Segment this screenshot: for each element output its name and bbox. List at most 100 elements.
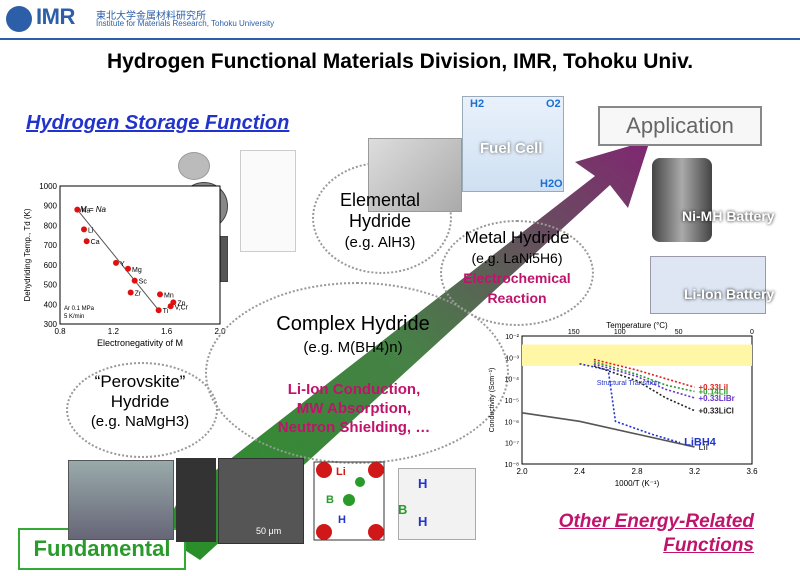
scatter-point [155,307,162,314]
metal-hydride-line1: Metal Hydride [464,228,570,247]
scatter-point [131,277,138,284]
institute-name-en: Institute for Materials Research, Tohoku… [96,19,275,28]
elemental-hydride-line1: Elemental [339,190,421,210]
imr-logo-text: IMR [36,4,75,29]
cond-ytick-label: 10⁻⁷ [505,441,519,448]
atom-h-label-1: H [338,514,346,526]
metal-hydride-ellipse [440,220,594,326]
scatter-point-label: Li [88,227,94,234]
perovskite-line2: Hydride [110,392,170,411]
cond-series-line [593,360,695,393]
scatter-xlabel: Electronegativity of M [97,338,183,348]
complex-function-li-ion: Li-Ion Conduction, [287,381,421,398]
scatter-ytick-label: 900 [44,202,58,211]
storage-function-title: Hydrogen Storage Function [26,112,290,134]
scatter-annotation: M = Na [80,205,107,214]
scatter-point [83,238,90,245]
metal-hydride-function2: Reaction [487,290,547,306]
other-functions-line1: Other Energy-Related [558,511,754,532]
scatter-point [127,289,134,296]
nimh-battery-image [652,158,712,242]
cond-series-label: +0.33LiBr [699,394,735,403]
cond-xlabel: 1000/T (K⁻¹) [615,479,660,488]
cond-series-label: +0.33LiI [699,383,729,392]
scatter-point-label: Zn [177,300,185,307]
imr-logo-icon [6,6,32,32]
cond-ytick-label: 10⁻² [505,334,519,341]
atom-h-label-3: H [418,514,428,529]
cond-series-line [521,412,695,448]
pellet-photo [178,152,210,180]
perovskite-hydride-label: “Perovskite” Hydride (e.g. NaMgH3) [70,372,210,432]
cond-series-line [593,358,695,388]
metal-hydride-function1: Electrochemical [463,270,571,286]
scatter-point [81,226,87,233]
cond-xtick-label: 2.0 [516,467,528,476]
complex-hydride-functions: Li-Ion Conduction, MW Absorption, Neutro… [238,380,470,437]
elemental-hydride-example: (e.g. AlH3) [344,234,416,251]
fuel-cell-o2-label: O2 [546,98,561,110]
scatter-point-label: Mn [164,292,174,299]
cond-series-label: LiBH4 [684,437,717,449]
scatter-point [74,206,81,213]
fuel-cell-h2o-label: H2O [540,178,563,190]
technical-drawing-image [240,150,296,252]
scatter-ytick-label: 400 [44,300,58,309]
header-divider [0,38,800,40]
scatter-point-label: Y [120,261,125,268]
scatter-point-label: Sc [139,279,148,286]
perovskite-hydride-ellipse [66,362,218,458]
cond-annotation: Structural Transition [597,380,659,387]
complex-hydride-example: (e.g. M(BH4)n) [303,339,403,356]
complex-hydride-ellipse [205,282,509,464]
elemental-hydride-label: Elemental Hydride (e.g. AlH3) [320,190,440,253]
scatter-ylabel: Dehydriding Temp., Td (K) [23,208,32,301]
crystal-structure-diagram [313,461,385,541]
charge-density-map [398,468,476,540]
scatter-ytick-label: 500 [44,281,58,290]
nimh-battery-label: Ni-MH Battery [682,208,775,224]
scatter-point-label: Na [81,208,90,215]
page-title: Hydrogen Functional Materials Division, … [106,50,694,73]
cond-xtick-label: 2.4 [574,467,586,476]
complex-hydride-line1: Complex Hydride [276,313,430,335]
complex-function-neutron: Neutron Shielding, … [277,419,431,436]
fuel-cell-diagram [462,96,564,192]
institute-name-jp: 東北大学金属材料研究所 [96,11,206,22]
atom-li-label: Li [336,466,346,478]
sample-holder-photo [176,458,216,542]
scatter-point [167,303,174,310]
scatter-point [157,291,163,298]
cond-ytick-label: 10⁻⁴ [505,377,520,384]
cond-xtick-label: 2.8 [631,467,643,476]
application-label: Application [598,106,762,146]
li-ion-battery-label: Li-Ion Battery [684,286,775,302]
cond-xtick-label: 3.2 [689,467,701,476]
cond-ytick-label: 10⁻⁶ [505,419,519,426]
scatter-ytick-label: 800 [44,221,58,230]
cond-ytick-label: 10⁻³ [505,355,519,362]
cond-top-tick-label: 0 [750,329,754,336]
cond-top-axis-label: Temperature (°C) [606,321,668,330]
experimental-apparatus-photo [68,460,174,540]
scatter-plot-frame [59,185,221,325]
scatter-point-label: Ti [163,308,169,315]
scatter-ytick-label: 700 [44,241,58,250]
other-functions-title: Other Energy-Related Functions [500,510,754,558]
cond-series-label: +0.33LiCl [699,407,734,416]
scatter-conditions-1: Ar 0.1 MPa [64,306,95,312]
cond-series-label: LiI [699,443,708,452]
alh3-sample-photo [368,138,462,212]
metal-hydride-label: Metal Hydride (e.g. LaNi5H6) Electrochem… [444,228,590,308]
scatter-point-label: Mg [132,267,142,274]
perovskite-line1: “Perovskite” [94,372,186,391]
cond-top-tick-label: 150 [568,329,580,336]
scatter-point [125,265,131,272]
scatter-point-label: Ca [91,239,100,246]
scatter-ytick-label: 600 [44,261,58,270]
other-functions-line2: Functions [663,535,754,556]
atom-h-label-2: H [418,476,428,491]
cond-xtick-label: 3.6 [746,467,758,476]
metal-hydride-example: (e.g. LaNi5H6) [471,250,563,266]
